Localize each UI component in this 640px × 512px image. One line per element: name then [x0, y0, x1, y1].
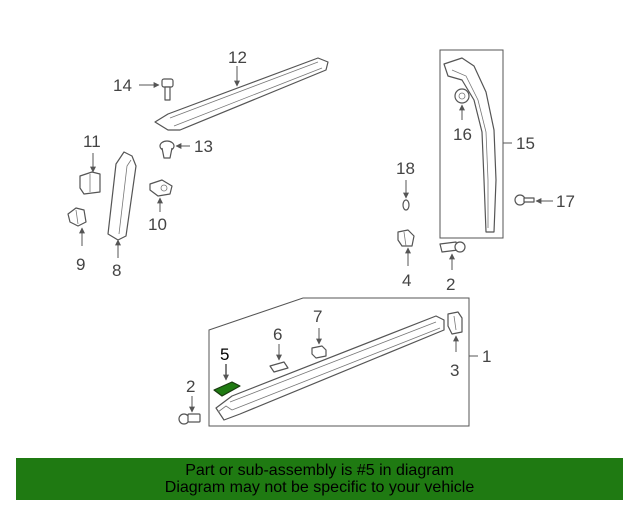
part-14-pin[interactable]	[161, 78, 174, 101]
banner-line-2: Diagram may not be specific to your vehi…	[164, 479, 475, 496]
callout-8: 8	[112, 261, 121, 280]
callout-9: 9	[76, 255, 85, 274]
part-3-bracket[interactable]	[447, 311, 463, 335]
callout-2-upper: 2	[446, 275, 455, 294]
callout-14: 14	[113, 76, 132, 95]
parts-diagram: 12 14 13 11 8 10 9 15	[67, 48, 575, 427]
part-5-clip-highlighted[interactable]	[213, 381, 241, 397]
part-2-screw-lower[interactable]	[178, 413, 201, 425]
info-banner: Part or sub-assembly is #5 in diagram Di…	[16, 458, 623, 500]
part-15-rear-molding[interactable]	[443, 57, 497, 233]
callout-17: 17	[556, 192, 575, 211]
callout-11: 11	[83, 132, 101, 151]
callout-12: 12	[228, 48, 247, 67]
part-9-bracket[interactable]	[67, 207, 87, 227]
part-16-grommet[interactable]	[454, 88, 470, 104]
part-6-clip[interactable]	[269, 361, 289, 373]
callout-10: 10	[148, 215, 167, 234]
group-box-15	[439, 49, 504, 239]
callout-16: 16	[453, 125, 472, 144]
part-4-bracket[interactable]	[397, 229, 415, 247]
part-1-rocker-molding[interactable]	[215, 315, 445, 421]
part-12-upper-molding[interactable]	[154, 57, 329, 131]
part-10-clip[interactable]	[149, 179, 173, 197]
group-box-1	[208, 297, 470, 427]
callout-13: 13	[194, 137, 213, 156]
callout-2-lower: 2	[186, 377, 195, 396]
callout-7: 7	[313, 307, 322, 326]
callout-6: 6	[273, 325, 282, 344]
callout-4: 4	[402, 271, 411, 290]
part-11-bracket[interactable]	[79, 171, 101, 195]
part-7-clip[interactable]	[311, 345, 327, 359]
part-18-clip[interactable]	[402, 199, 410, 211]
part-8-pillar-garnish[interactable]	[107, 151, 137, 241]
part-17-pin[interactable]	[514, 194, 535, 206]
part-13-clip[interactable]	[159, 140, 175, 159]
callout-15: 15	[516, 134, 535, 153]
callout-18: 18	[396, 159, 415, 178]
callout-1: 1	[482, 347, 491, 366]
part-2-screw-upper[interactable]	[439, 241, 466, 253]
banner-line-1: Part or sub-assembly is #5 in diagram	[185, 462, 454, 479]
callout-5: 5	[220, 345, 229, 364]
callout-3: 3	[450, 361, 459, 380]
